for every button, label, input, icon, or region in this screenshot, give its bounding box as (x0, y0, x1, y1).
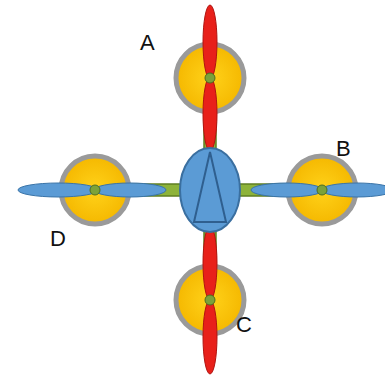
rotor-label: D (50, 228, 66, 250)
propellers (18, 5, 385, 374)
rotor-label: B (336, 138, 351, 160)
rotor-label: C (236, 314, 252, 336)
rotor-label: A (140, 32, 155, 54)
body (180, 148, 240, 232)
rotor-guards (61, 44, 356, 334)
heading-triangle (194, 152, 226, 222)
motor-hubs (90, 73, 327, 305)
